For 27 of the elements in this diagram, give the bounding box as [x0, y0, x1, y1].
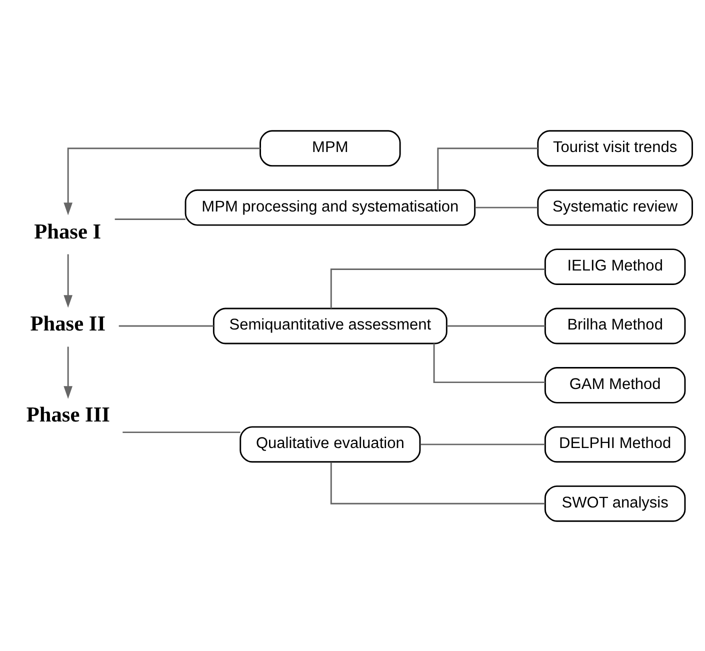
node-text: Phase II [30, 310, 106, 335]
arrow [64, 346, 72, 398]
node-box: Systematic review [537, 188, 693, 226]
connector [114, 218, 186, 220]
node-box: MPM [260, 130, 401, 166]
node-box: SWOT analysis [544, 484, 686, 522]
node-text: Phase I [34, 218, 102, 243]
node-box: Brilha Method [544, 307, 686, 344]
connector [122, 431, 240, 433]
node-box: MPM processing and systematisation [184, 188, 476, 226]
node-box: IELIG Method [544, 248, 686, 284]
connector [437, 147, 538, 190]
node-box: Qualitative evaluation [240, 426, 421, 462]
connector [330, 462, 545, 504]
connector [118, 324, 214, 326]
connector [330, 268, 545, 308]
node-text: Phase III [26, 402, 110, 426]
node-box: DELPHI Method [544, 426, 686, 462]
connector [433, 343, 546, 383]
node-box: Tourist visit trends [537, 130, 693, 166]
node-box: GAM Method [544, 366, 686, 403]
connector [420, 443, 545, 445]
arrow [64, 254, 72, 308]
arrow [64, 147, 260, 215]
connector [446, 324, 546, 326]
connector [475, 206, 538, 208]
node-box: Semiquantitative assessment [212, 307, 448, 344]
